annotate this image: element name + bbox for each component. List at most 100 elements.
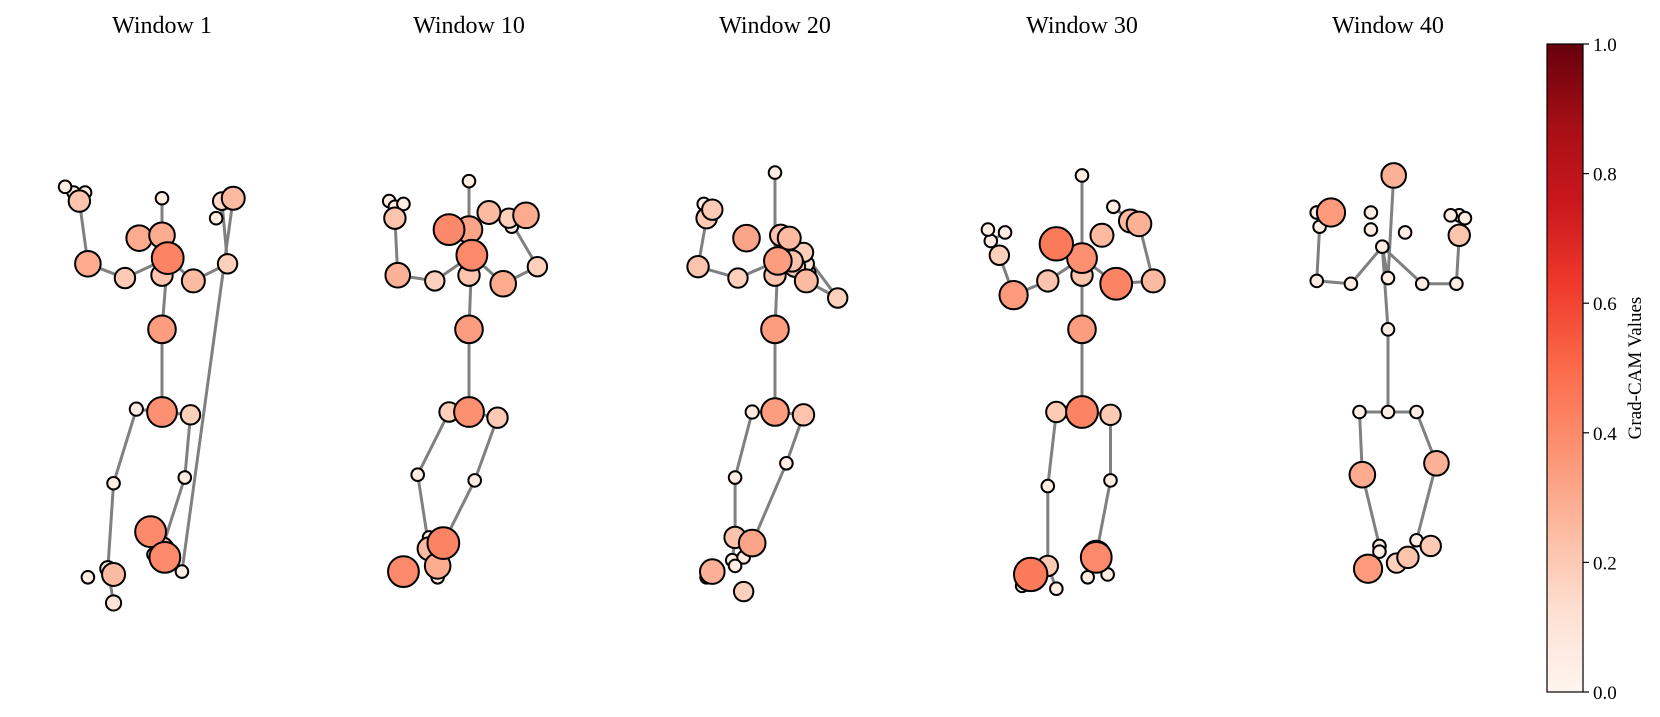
joint-marker xyxy=(180,268,206,294)
skeleton-bone xyxy=(1380,245,1390,331)
colorbar-tick-label: 1.0 xyxy=(1593,35,1617,56)
joint-marker xyxy=(461,173,477,189)
joint-marker xyxy=(827,287,849,309)
joint-marker xyxy=(154,190,170,206)
joint-marker xyxy=(147,314,177,345)
joint-marker xyxy=(74,249,102,278)
joint-marker xyxy=(134,515,168,549)
skeleton-bone xyxy=(1349,245,1384,286)
joint-marker xyxy=(1449,276,1464,292)
joint-marker xyxy=(128,401,144,417)
joint-marker xyxy=(489,269,518,298)
joint-marker xyxy=(177,470,193,485)
colorbar-tick-label: 0.6 xyxy=(1593,294,1617,315)
joint-marker xyxy=(208,210,224,226)
joint-marker xyxy=(1457,210,1473,226)
skeleton-panel: Window 40 xyxy=(1309,13,1473,584)
joint-marker xyxy=(737,528,767,558)
joint-marker xyxy=(426,526,461,560)
joint-marker xyxy=(1414,276,1430,292)
joint-marker xyxy=(454,314,484,345)
skeleton-panel: Window 20 xyxy=(686,13,849,603)
joint-marker xyxy=(1106,199,1121,215)
joint-marker xyxy=(179,404,202,426)
joint-marker xyxy=(1443,208,1458,223)
joint-marker xyxy=(1380,162,1407,189)
panel-title: Window 40 xyxy=(1332,13,1444,39)
joint-marker xyxy=(1079,540,1113,574)
skeleton-bone xyxy=(1386,173,1396,280)
joint-marker xyxy=(699,558,726,585)
joint-marker xyxy=(101,561,127,587)
joint-marker xyxy=(467,473,483,488)
skeleton-panel: Window 1 xyxy=(57,13,246,612)
joint-marker xyxy=(1089,222,1115,248)
joint-marker xyxy=(216,253,239,275)
joint-marker xyxy=(727,558,743,574)
colorbar-tick-label: 0.4 xyxy=(1593,424,1617,445)
joint-marker xyxy=(1343,276,1359,292)
joint-marker xyxy=(701,198,724,221)
joint-marker xyxy=(150,241,185,276)
joint-marker xyxy=(1066,242,1098,275)
joint-marker xyxy=(384,261,412,289)
joint-marker xyxy=(410,467,426,483)
joint-marker xyxy=(1352,553,1384,584)
joint-marker xyxy=(732,223,761,253)
joint-marker xyxy=(732,580,755,603)
joint-marker xyxy=(1363,222,1379,237)
joint-marker xyxy=(526,255,549,278)
joint-marker xyxy=(779,456,794,471)
joint-marker xyxy=(80,570,96,585)
joint-marker xyxy=(1372,544,1387,559)
joint-marker xyxy=(57,179,73,195)
joint-marker xyxy=(1040,478,1056,494)
joint-marker xyxy=(455,238,489,272)
joint-marker xyxy=(486,406,509,429)
joint-marker xyxy=(146,396,178,428)
colorbar-label: Grad-CAM Values xyxy=(1625,297,1646,440)
skeleton-bone xyxy=(1380,245,1424,286)
joint-marker xyxy=(125,224,153,252)
joint-marker xyxy=(1375,239,1390,254)
joint-marker xyxy=(67,189,92,213)
joint-marker xyxy=(432,213,466,247)
joint-marker xyxy=(767,165,783,180)
joint-marker xyxy=(686,254,710,279)
joint-marker xyxy=(387,555,420,588)
joint-marker xyxy=(424,270,446,292)
skeleton-bone xyxy=(1046,410,1058,488)
joint-marker xyxy=(1409,404,1424,420)
joint-marker xyxy=(1103,473,1118,488)
joint-marker xyxy=(1125,210,1153,238)
joint-marker xyxy=(727,470,743,485)
joint-marker xyxy=(998,280,1029,311)
joint-marker xyxy=(453,396,485,428)
joint-marker xyxy=(760,397,790,427)
joint-marker xyxy=(1140,268,1166,294)
skeleton-bone xyxy=(112,407,138,485)
colorbar: 0.00.20.40.60.81.0 Grad-CAM Values xyxy=(1546,35,1646,704)
joint-marker xyxy=(1380,322,1396,337)
skeleton-panel: Window 30 xyxy=(980,13,1166,597)
joint-marker xyxy=(1065,395,1099,429)
joint-marker xyxy=(980,222,996,237)
colorbar-tick-label: 0.0 xyxy=(1593,683,1617,704)
joint-marker xyxy=(1067,314,1097,345)
joint-marker xyxy=(791,403,816,427)
panel-title: Window 20 xyxy=(719,13,831,39)
skeleton-panel: Window 10 xyxy=(381,13,549,588)
joint-marker xyxy=(1045,400,1068,424)
joint-marker xyxy=(1348,460,1377,489)
joint-marker xyxy=(1380,270,1396,286)
joint-marker xyxy=(727,267,749,289)
joint-marker xyxy=(476,200,502,225)
joint-marker xyxy=(174,564,190,579)
joint-marker xyxy=(1036,269,1060,293)
joint-marker xyxy=(1099,403,1122,427)
joint-marker xyxy=(220,185,246,211)
colorbar-ticks: 0.00.20.40.60.81.0 xyxy=(1583,35,1617,704)
joint-marker xyxy=(512,201,540,230)
joint-marker xyxy=(1352,404,1367,420)
joint-marker xyxy=(744,404,760,420)
